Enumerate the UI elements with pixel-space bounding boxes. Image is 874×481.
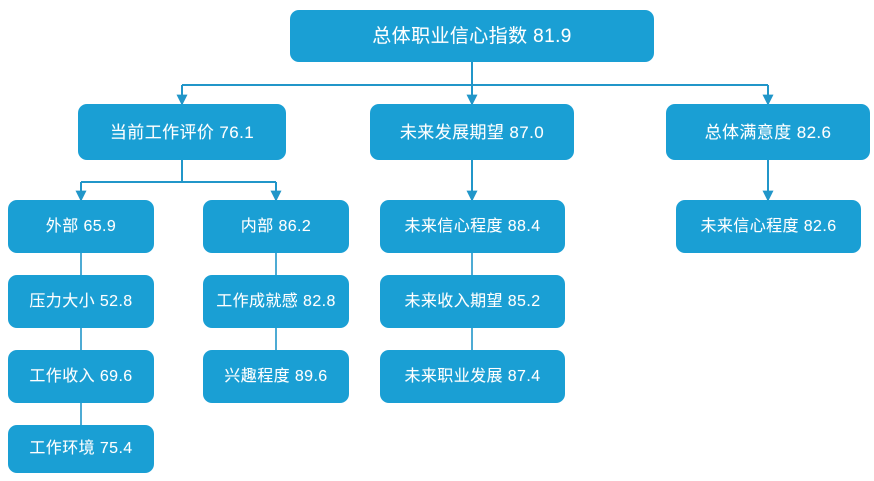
node-label: 未来发展期望 87.0 [399,122,545,142]
node-work-income[interactable]: 工作收入 69.6 [8,350,154,403]
node-label: 工作收入 69.6 [29,367,133,385]
node-label: 总体职业信心指数 81.9 [372,25,572,47]
node-label: 外部 65.9 [45,217,117,235]
node-future-income-expectation[interactable]: 未来收入期望 85.2 [380,275,565,328]
node-external[interactable]: 外部 65.9 [8,200,154,253]
node-label: 未来信心程度 82.6 [700,217,837,235]
node-label: 压力大小 52.8 [29,292,133,310]
node-future-confidence-level-satisfaction[interactable]: 未来信心程度 82.6 [676,200,861,253]
node-work-environment[interactable]: 工作环境 75.4 [8,425,154,473]
node-label: 内部 86.2 [240,217,312,235]
node-pressure-level[interactable]: 压力大小 52.8 [8,275,154,328]
node-label: 兴趣程度 89.6 [224,367,328,385]
connector-root-to-level2 [176,62,774,106]
node-label: 未来信心程度 88.4 [404,217,541,235]
node-label: 工作成就感 82.8 [216,292,336,310]
node-label: 当前工作评价 76.1 [109,122,255,142]
node-future-career-development[interactable]: 未来职业发展 87.4 [380,350,565,403]
node-label: 未来收入期望 85.2 [404,292,541,310]
node-interest-level[interactable]: 兴趣程度 89.6 [203,350,349,403]
node-label: 未来职业发展 87.4 [404,367,541,385]
node-overall-satisfaction[interactable]: 总体满意度 82.6 [666,104,870,160]
connector-current-job-to-children [75,160,282,202]
node-root-overall-career-confidence[interactable]: 总体职业信心指数 81.9 [290,10,654,62]
node-label: 工作环境 75.4 [29,440,133,457]
node-future-confidence-level[interactable]: 未来信心程度 88.4 [380,200,565,253]
node-work-achievement[interactable]: 工作成就感 82.8 [203,275,349,328]
node-label: 总体满意度 82.6 [704,122,832,142]
node-current-job-evaluation[interactable]: 当前工作评价 76.1 [78,104,286,160]
node-future-development-expectation[interactable]: 未来发展期望 87.0 [370,104,574,160]
node-internal[interactable]: 内部 86.2 [203,200,349,253]
